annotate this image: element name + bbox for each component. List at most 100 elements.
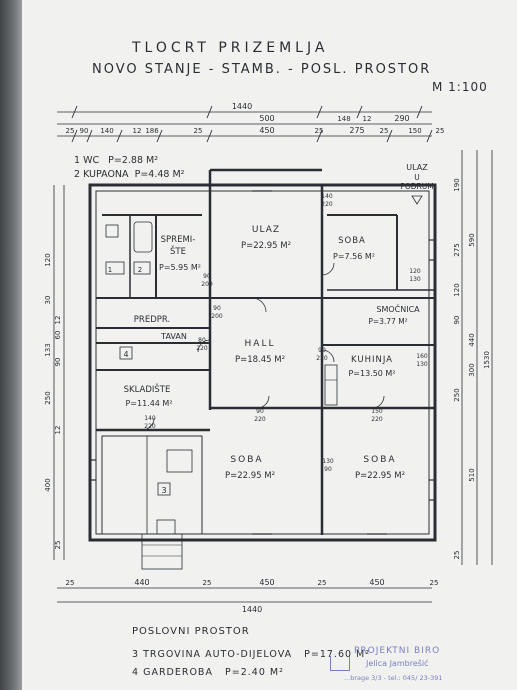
- dim-bottom-7: 25: [430, 579, 439, 587]
- dim-top2-6: 25: [194, 127, 203, 135]
- door-label: 220: [321, 201, 333, 208]
- dim-right-11: 25: [453, 551, 461, 560]
- room-skladiste-name: SKLADIŠTE: [124, 383, 171, 395]
- room-4-num: 4: [123, 350, 128, 359]
- door-label: 130: [416, 361, 428, 368]
- door-label: 120: [409, 268, 421, 275]
- plan-subtitle: NOVO STANJE - STAMB. - POSL. PROSTOR: [92, 62, 432, 77]
- dim-right-8: 440: [468, 333, 476, 346]
- door-label: 220: [371, 416, 383, 423]
- room-hall-name: HALL: [245, 339, 276, 349]
- ulaz-podrum-1: ULAZ: [406, 163, 428, 172]
- dim-top2-1: 25: [66, 127, 75, 135]
- office-stamp: PROJEKTNI BIRO Jelica Jambrešić ...brage…: [330, 646, 480, 690]
- room-kuhinja-area: P=13.50 M²: [348, 369, 395, 378]
- door-label: 130: [409, 276, 421, 283]
- dim-bottom-2: 440: [134, 578, 149, 587]
- dim-left-7: 250: [44, 391, 52, 404]
- dim-top2-9: 275: [349, 126, 364, 135]
- room-ulaz-name: ULAZ: [252, 225, 280, 235]
- dim-right-7: 300: [468, 363, 476, 376]
- dim-total-bottom: 1440: [242, 605, 262, 614]
- dim-top-2: 148: [337, 115, 350, 123]
- dim-top2-8: 25: [315, 127, 324, 135]
- dim-top2-11: 150: [408, 127, 421, 135]
- dim-bottom-1: 25: [66, 579, 75, 587]
- room-ulaz-area: P=22.95 M²: [241, 241, 291, 251]
- room-smocnica-name: SMOČNICA: [376, 303, 420, 314]
- dim-left-2: 30: [44, 296, 52, 305]
- dim-top-3: 12: [363, 115, 372, 123]
- stamp-title: PROJEKTNI BIRO: [354, 646, 441, 656]
- dim-total-top: 1440: [232, 102, 252, 111]
- dim-left-10: 25: [54, 541, 62, 550]
- room-soba-ne-name: SOBA: [338, 236, 366, 246]
- dim-right-1: 190: [453, 178, 461, 191]
- dim-top2-10: 25: [380, 127, 389, 135]
- dim-top2-2: 90: [80, 127, 89, 135]
- dim-top2-7: 450: [259, 126, 274, 135]
- poslovni-item-4: 4 GARDEROBA P=2.40 M²: [132, 667, 284, 678]
- door-label: 130: [322, 458, 334, 465]
- legend-kupaona: 2 KUPAONA P=4.48 M²: [74, 169, 185, 180]
- door-label: 140: [321, 193, 333, 200]
- room-tavan-name: TAVAN: [160, 332, 187, 341]
- room-soba-sw-area: P=22.95 M²: [225, 471, 275, 481]
- room-predpr-name: PREDPR.: [134, 315, 170, 325]
- dim-bottom-3: 25: [203, 579, 212, 587]
- room-hall-area: P=18.45 M²: [235, 355, 285, 365]
- poslovni-heading: POSLOVNI PROSTOR: [132, 626, 250, 637]
- room-soba-se-name: SOBA: [363, 455, 396, 465]
- room-skladiste-area: P=11.44 M²: [125, 399, 172, 408]
- door-label: 200: [211, 313, 223, 320]
- room-spremiste-name-2: ŠTE: [170, 245, 186, 257]
- door-label: 90: [324, 466, 332, 473]
- door-label: 220: [144, 423, 156, 430]
- door-label: 90: [203, 273, 211, 280]
- plan-title: TLOCRT PRIZEMLJA: [132, 40, 329, 56]
- door-label: 140: [144, 415, 156, 422]
- room-1-num: 1: [108, 266, 112, 274]
- dim-bottom-4: 450: [259, 578, 274, 587]
- dim-left-3: 12: [54, 316, 62, 325]
- door-label: 160: [416, 353, 428, 360]
- room-smocnica-area: P=3.77 M²: [368, 317, 407, 326]
- stamp-address: ...brage 3/3 - tel.: 045/ 23-391: [344, 674, 443, 682]
- drawing-sheet: TLOCRT PRIZEMLJA NOVO STANJE - STAMB. - …: [22, 0, 517, 690]
- dim-top-4: 290: [394, 114, 409, 123]
- dim-left-8: 12: [54, 426, 62, 435]
- legend-wc: 1 WC P=2.88 M²: [74, 155, 159, 166]
- room-spremiste-name-1: SPREMI-: [161, 235, 196, 245]
- dim-left-1: 120: [44, 253, 52, 266]
- room-soba-se-area: P=22.95 M²: [355, 471, 405, 481]
- room-3-num: 3: [161, 486, 166, 495]
- ulaz-podrum-3: PODRUM: [400, 182, 433, 191]
- dim-top2-4: 12: [133, 127, 142, 135]
- dim-right-10: 510: [468, 468, 476, 481]
- door-label: 220: [316, 355, 328, 362]
- dim-top-1: 500: [259, 114, 274, 123]
- dim-left-9: 400: [44, 478, 52, 491]
- door-label: 150: [371, 408, 383, 415]
- room-2-num: 2: [138, 266, 142, 274]
- dim-right-3: 120: [453, 283, 461, 296]
- dim-right-9: 1530: [483, 351, 491, 369]
- stamp-icon: [330, 656, 350, 671]
- door-label: 90: [213, 305, 221, 312]
- dim-left-4: 60: [54, 331, 62, 340]
- dim-bottom-5: 25: [318, 579, 327, 587]
- door-label: 200: [201, 281, 213, 288]
- dim-bottom-6: 450: [369, 578, 384, 587]
- door-label: 90: [256, 408, 264, 415]
- door-label: 220: [254, 416, 266, 423]
- binder-edge: [0, 0, 22, 690]
- plan-scale: M 1:100: [432, 80, 488, 94]
- dim-right-5: 250: [453, 388, 461, 401]
- door-label: 220: [196, 345, 208, 352]
- poslovni-item-3: 3 TRGOVINA AUTO-DIJELOVA P=17.60 M²: [132, 649, 371, 660]
- door-label: 80: [198, 337, 206, 344]
- room-kuhinja-name: KUHINJA: [351, 355, 393, 365]
- door-label: 90: [318, 347, 326, 354]
- dim-left-6: 90: [54, 358, 62, 367]
- dim-top2-5: 186: [145, 127, 159, 135]
